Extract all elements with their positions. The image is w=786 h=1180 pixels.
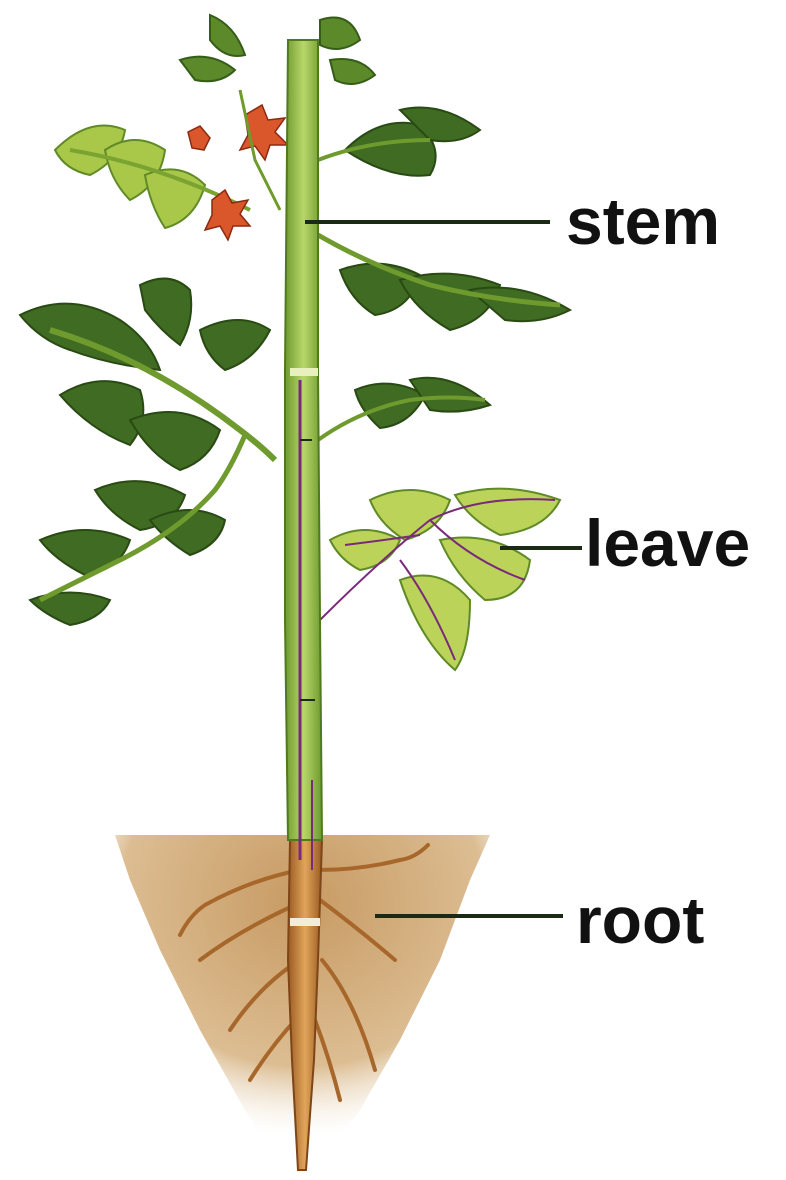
leaf-cluster-right-upper	[340, 108, 570, 429]
leaf-cluster-right-middle	[330, 489, 560, 670]
flowers	[188, 105, 288, 240]
label-stem: stem	[566, 188, 720, 254]
leaf-cluster-top-left	[55, 126, 205, 229]
label-root: root	[576, 887, 704, 953]
leaf-cluster-top	[180, 15, 375, 84]
label-leave: leave	[585, 510, 750, 576]
